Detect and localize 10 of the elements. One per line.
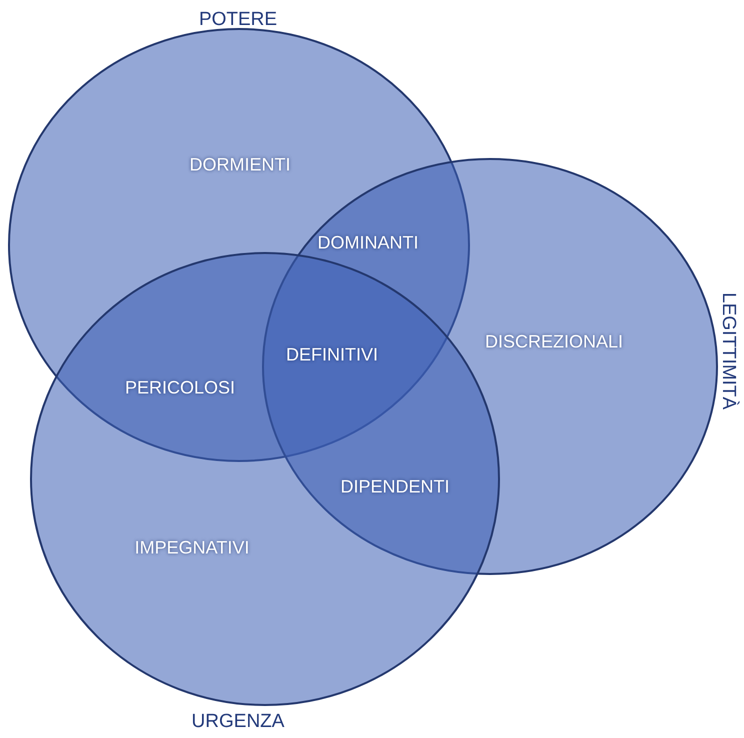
region-label: DIPENDENTI: [340, 476, 450, 498]
region-label: IMPEGNATIVI: [134, 538, 250, 558]
region-label: PERICOLOSI: [124, 378, 236, 398]
set-title: URGENZA: [192, 711, 284, 733]
region-label: DEFINITIVI: [286, 344, 378, 366]
region-label: DORMIENTI: [190, 154, 290, 176]
set-title: LEGITTIMITÀ: [717, 292, 739, 410]
region-label: DISCREZIONALI: [484, 332, 624, 352]
set-title: POTERE: [198, 9, 278, 31]
region-label: DOMINANTI: [318, 232, 418, 254]
